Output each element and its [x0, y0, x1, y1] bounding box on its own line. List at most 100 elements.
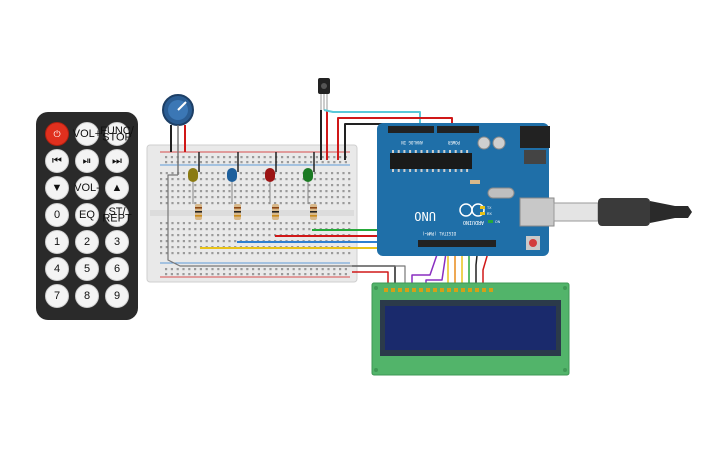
bb-hole	[344, 161, 347, 164]
lcd-pin	[461, 288, 465, 292]
bb-hole	[211, 190, 214, 193]
on-led	[488, 220, 493, 223]
wire-ir-signal	[323, 109, 421, 127]
next-button-label: ⏭	[112, 155, 122, 167]
bb-hole	[286, 156, 289, 159]
bb-hole	[319, 172, 322, 175]
green-led[interactable]	[303, 152, 315, 204]
bb-hole	[296, 190, 299, 193]
digit-5-button[interactable]: 5	[75, 257, 99, 281]
header-digital	[418, 240, 496, 247]
next-button[interactable]: ⏭	[105, 149, 129, 173]
bb-hole	[228, 234, 231, 237]
vol-down-button[interactable]: VOL-	[74, 176, 100, 200]
bb-hole	[262, 196, 265, 199]
bb-hole	[310, 273, 313, 276]
bb-hole	[268, 196, 271, 199]
bb-hole	[285, 228, 288, 231]
power-label: POWER	[447, 140, 460, 145]
bb-hole	[336, 190, 339, 193]
arduino-uno[interactable]: ANALOG IN POWER DIGITAL (PWM~) UNO ARDUI…	[377, 123, 555, 256]
bb-hole	[182, 222, 185, 225]
ir-receiver[interactable]	[318, 78, 330, 110]
resistor-band	[195, 211, 202, 213]
digit-4-button[interactable]: 4	[45, 257, 69, 281]
red-led[interactable]	[265, 152, 277, 204]
bb-hole	[274, 252, 277, 255]
bb-hole	[285, 184, 288, 187]
chip-pin	[460, 169, 463, 172]
bb-hole	[171, 184, 174, 187]
bb-hole	[313, 202, 317, 205]
bb-hole	[296, 196, 299, 199]
bb-hole	[279, 190, 282, 193]
vol-up-button[interactable]: VOL+	[73, 122, 101, 146]
bb-hole	[160, 172, 163, 175]
bb-hole	[170, 161, 173, 164]
chip-pin	[392, 150, 394, 153]
bb-hole	[333, 161, 336, 164]
digit-6-button[interactable]: 6	[105, 257, 129, 281]
func-stop-button[interactable]: FUNC/STOP	[100, 122, 135, 146]
bb-hole	[251, 184, 254, 187]
bb-hole	[177, 184, 180, 187]
bb-hole	[268, 228, 271, 231]
bb-hole	[239, 252, 242, 255]
bb-hole	[256, 222, 260, 225]
bb-hole	[279, 178, 282, 181]
digit-1-button[interactable]: 1	[45, 230, 69, 254]
digit-7-button[interactable]: 7	[45, 284, 69, 308]
digit-2-button[interactable]: 2	[75, 230, 99, 254]
blue-led[interactable]	[227, 152, 239, 204]
bb-hole	[182, 273, 185, 276]
bb-hole	[315, 161, 318, 164]
bb-hole	[291, 196, 294, 199]
play-pause-button[interactable]: ⏯	[75, 149, 99, 173]
bb-hole	[234, 252, 237, 255]
down-button[interactable]: ▼	[45, 176, 69, 200]
bb-hole	[160, 190, 163, 193]
bb-hole	[171, 252, 174, 255]
digit-0-button[interactable]: 0	[45, 203, 69, 227]
bb-hole	[160, 228, 163, 231]
lcd-16x2[interactable]	[371, 282, 570, 376]
digit-8-button[interactable]: 8	[75, 284, 99, 308]
bb-hole	[291, 190, 294, 193]
bb-hole	[165, 161, 168, 164]
chip-pin	[443, 169, 446, 172]
bb-hole	[281, 161, 284, 164]
digit-3-button[interactable]: 3	[105, 230, 129, 254]
bb-hole	[217, 184, 220, 187]
power-button[interactable]: ⏻	[45, 122, 69, 146]
bb-hole	[269, 161, 272, 164]
bb-hole	[217, 202, 220, 205]
chip-pin	[443, 150, 446, 153]
up-button[interactable]: ▲	[105, 176, 129, 200]
bb-hole	[292, 161, 295, 164]
bb-hole	[160, 196, 163, 199]
st-rept-button[interactable]: ST/REPT	[102, 203, 132, 227]
bb-hole	[333, 273, 336, 276]
bb-hole	[274, 196, 277, 199]
digit-2-button-label: 2	[84, 236, 90, 248]
bb-hole	[228, 190, 231, 193]
eq-button[interactable]: EQ	[75, 203, 99, 227]
bb-hole	[331, 190, 334, 193]
lcd-pin	[426, 288, 430, 292]
yellow-led[interactable]	[188, 152, 200, 204]
potentiometer[interactable]	[162, 94, 194, 175]
digit-9-button[interactable]: 9	[105, 284, 129, 308]
bb-hole	[245, 172, 248, 175]
bb-hole	[262, 222, 265, 225]
chip-pin	[414, 150, 417, 153]
bb-hole	[165, 156, 168, 159]
reset-button[interactable]	[529, 239, 537, 247]
bb-hole	[344, 268, 347, 271]
bb-hole	[234, 202, 237, 205]
bb-hole	[171, 190, 174, 193]
chip-pin	[414, 169, 417, 172]
bb-hole	[165, 178, 168, 181]
prev-button[interactable]: ⏮	[45, 149, 69, 173]
